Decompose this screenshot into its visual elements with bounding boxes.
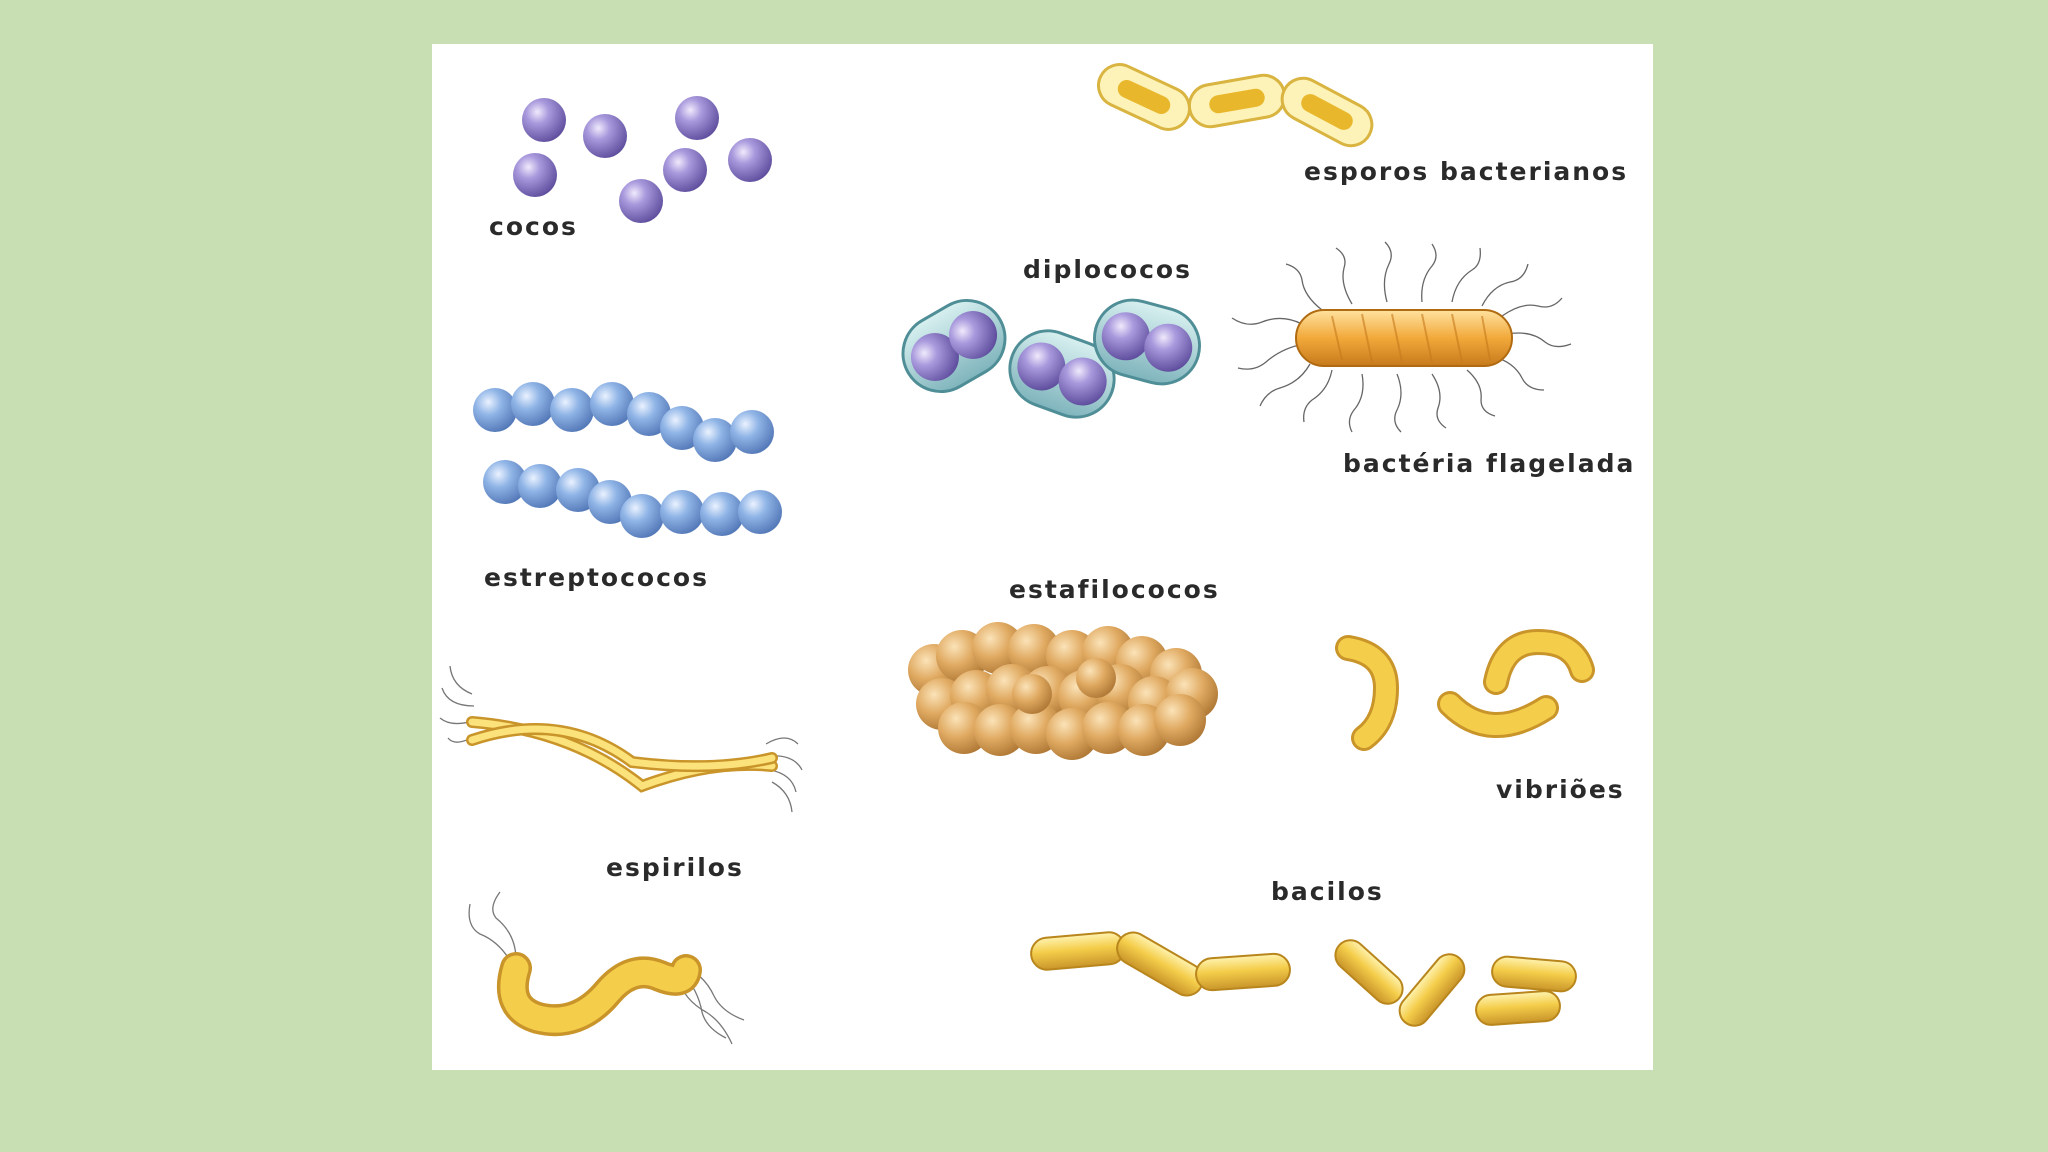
cocci-icon: [513, 96, 772, 223]
label-diplococos: diplococos: [1023, 255, 1192, 284]
bacteria-illustration: [439, 63, 1595, 1045]
vibrios-icon: [1335, 628, 1595, 751]
bacilli-icon: [1030, 931, 1577, 1027]
label-bacteria-flagelada: bactéria flagelada: [1343, 449, 1636, 478]
label-bacilos: bacilos: [1271, 877, 1384, 906]
label-estreptococos: estreptococos: [484, 563, 709, 592]
bacteria-diagram-panel: cocos esporos bacterianos diplococos bac…: [432, 44, 1653, 1070]
label-vibrioes: vibriões: [1496, 775, 1625, 804]
diplococci-icon: [901, 298, 1201, 419]
streptococci-icon: [473, 382, 782, 538]
spore-chain-icon: [1097, 63, 1374, 148]
flagellated-bacterium-icon: [1231, 241, 1572, 433]
label-estafilococos: estafilococos: [1009, 575, 1220, 604]
staphylococci-icon: [908, 622, 1218, 760]
label-espirilos: espirilos: [606, 853, 744, 882]
spirilla-icon: [439, 665, 803, 1045]
label-cocos: cocos: [489, 212, 578, 241]
label-esporos-bacterianos: esporos bacterianos: [1304, 157, 1629, 186]
